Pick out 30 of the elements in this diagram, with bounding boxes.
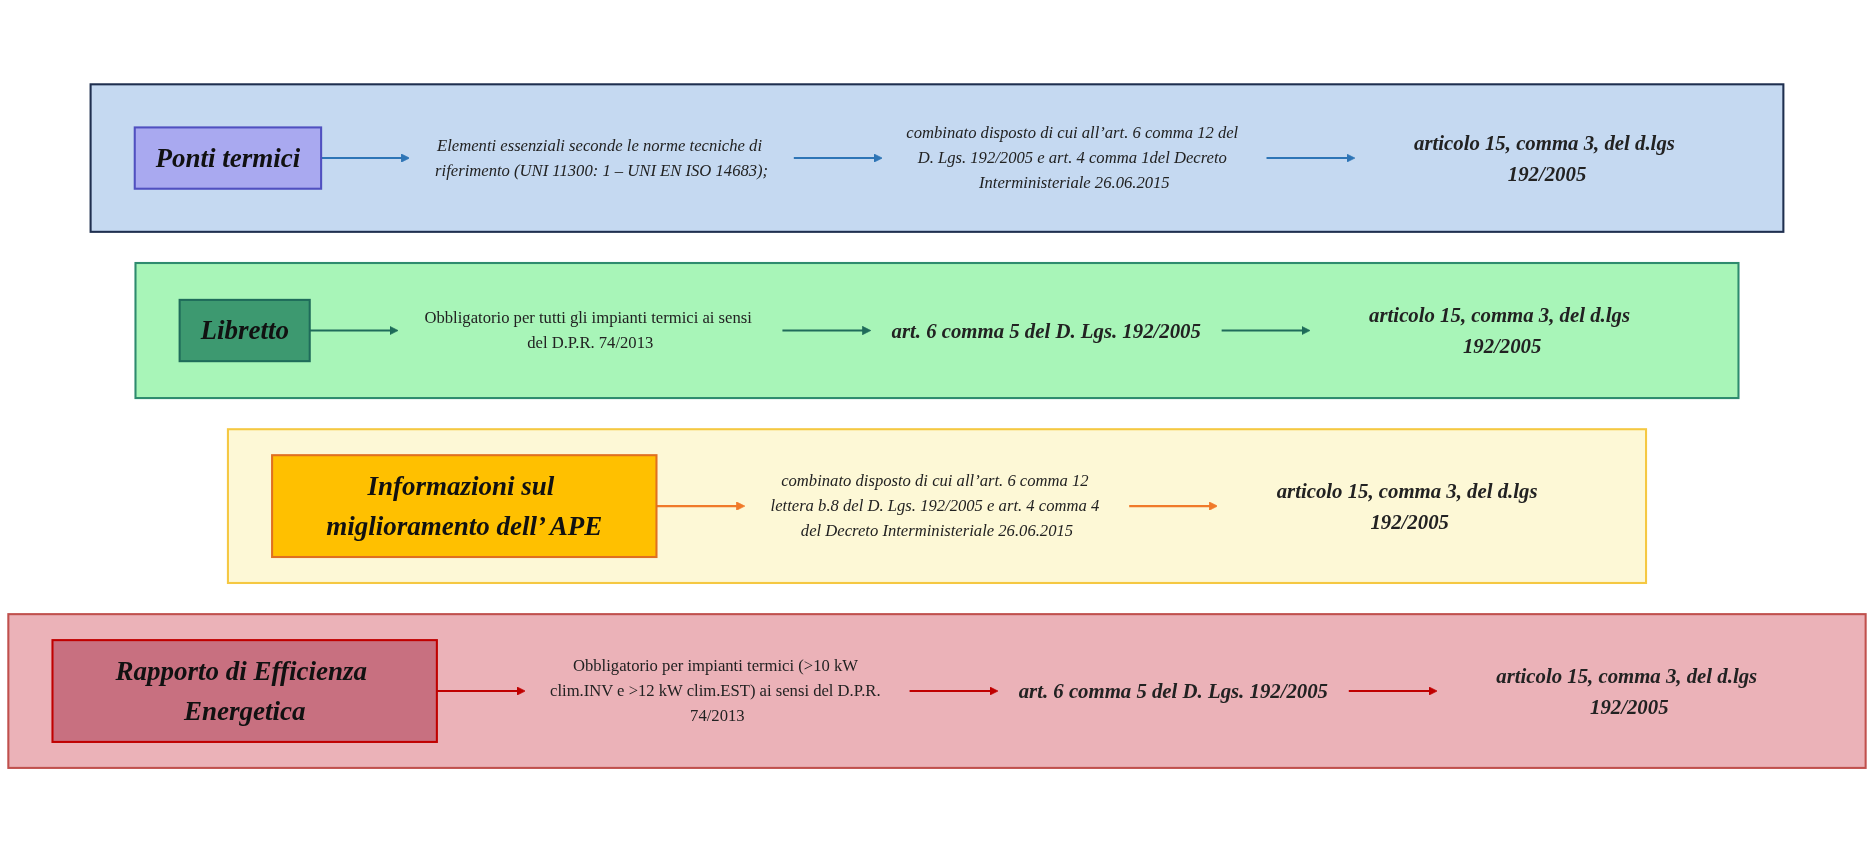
node-text: articolo 15, comma 3, del d.lgs 192/2005 <box>1276 478 1538 534</box>
node-box: Rapporto di Efficienza Energetica <box>51 638 438 743</box>
arrow <box>436 686 526 696</box>
node-text: Elementi essenziali seconde le norme tecniche di riferimento (UNI 11300: 1 – UNI EN ISO 14683); <box>435 136 769 179</box>
node-text: articolo 15, comma 3, del d.lgs 192/2005 <box>1414 130 1675 185</box>
arrow <box>793 153 883 163</box>
arrow <box>1221 325 1311 335</box>
node-text: combinato disposto di cui all’art. 6 comma 12 del D. Lgs. 192/2005 e art. 4 comma 1del Decreto Interministeriale 26.06.2015 <box>906 123 1239 192</box>
node-text: Obbligatorio per tutti gli impianti termici ai sensi del D.P.R. 74/2013 <box>424 308 752 352</box>
arrow <box>909 686 999 696</box>
arrow <box>1129 501 1218 511</box>
cluster <box>226 428 1648 584</box>
node-text: Obbligatorio per impianti termici (>10 kW clim.INV e >12 kW clim.EST) ai sensi del D.P.R. 74/2013 <box>550 656 881 725</box>
cluster <box>134 261 1740 399</box>
arrow <box>321 153 410 163</box>
arrow <box>309 325 399 335</box>
node-text: articolo 15, comma 3, del d.lgs 192/2005 <box>1496 663 1758 718</box>
node-box: Informazioni sul miglioramento dell’ APE <box>271 454 658 558</box>
cluster <box>7 613 1867 769</box>
arrow <box>782 325 872 335</box>
node-text: articolo 15, comma 3, del d.lgs 192/2005 <box>1369 303 1630 358</box>
arrow <box>1348 686 1438 696</box>
arrow <box>656 501 746 511</box>
node-text: art. 6 comma 5 del D. Lgs. 192/2005 <box>891 318 1201 342</box>
node-box: Libretto <box>178 298 311 363</box>
cluster <box>89 83 1785 233</box>
node-text: combinato disposto di cui all’art. 6 comma 12 lettera b.8 del D. Lgs. 192/2005 e art. 4 comma 4 del Decreto Interministeriale 26.06.2015 <box>770 471 1100 540</box>
node-text: art. 6 comma 5 del D. Lgs. 192/2005 <box>1018 679 1329 703</box>
arrow <box>1266 153 1356 163</box>
node-box: Ponti termici <box>133 126 323 190</box>
